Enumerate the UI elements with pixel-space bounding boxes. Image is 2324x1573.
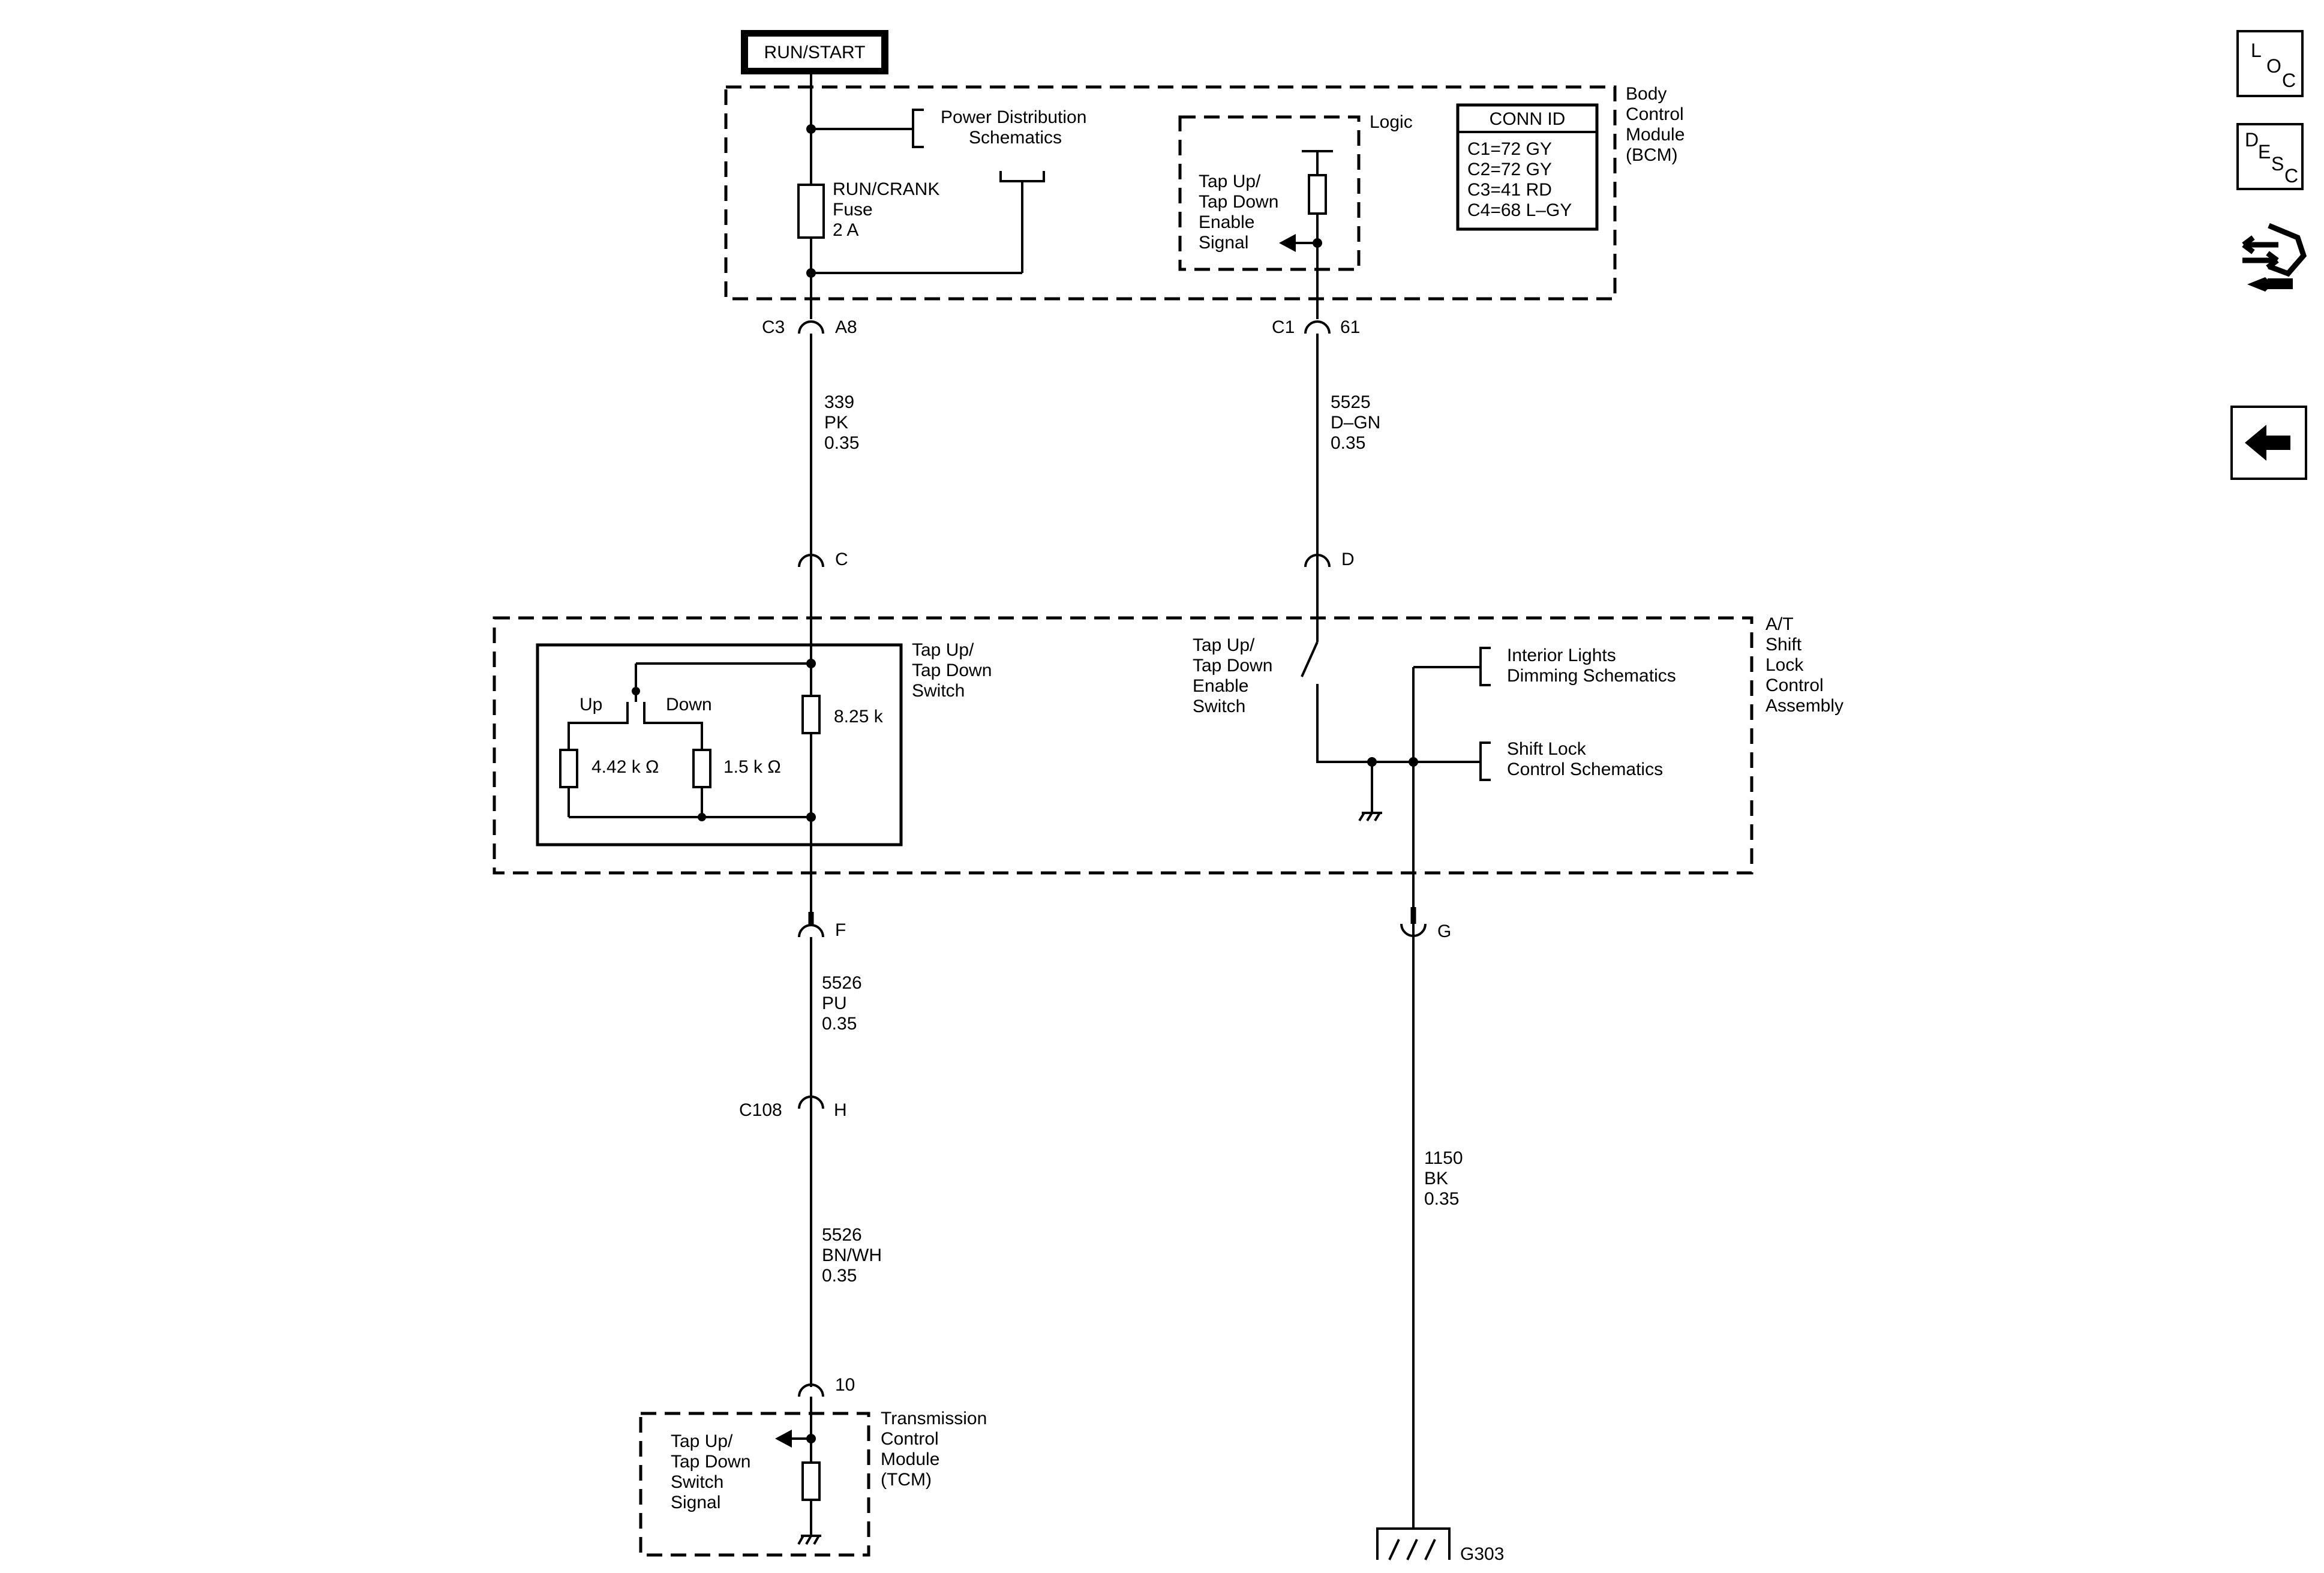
g303-label: G303: [1460, 1544, 1504, 1564]
label-c: C: [835, 550, 848, 569]
conn-id-list: C1=72 GY C2=72 GY C3=41 RD C4=68 L–GY: [1467, 139, 1572, 220]
resistor-8-25k-label: 8.25 k: [834, 707, 884, 727]
fuse-label: RUN/CRANK Fuse 2 A: [833, 179, 945, 240]
resistor-4-42k-label: 4.42 k Ω: [591, 757, 659, 777]
desc-letter-c: C: [2284, 165, 2299, 187]
enable-switch-contact: [1301, 641, 1319, 677]
run-crank-fuse: [797, 184, 825, 239]
tap-switch-name: Tap Up/ Tap Down Switch: [912, 640, 997, 701]
connector-c: [798, 554, 824, 568]
connector-c1-61: [1304, 320, 1331, 334]
conn-id-title: CONN ID: [1490, 109, 1566, 129]
label-a8: A8: [835, 317, 857, 337]
location-button[interactable]: L O C: [2236, 30, 2304, 97]
g303-ground-icon: [1376, 1527, 1451, 1560]
back-arrow-icon: [2245, 425, 2290, 461]
loc-letter-o: O: [2266, 55, 2281, 77]
logic-label: Logic: [1370, 112, 1413, 132]
bcm-box: [724, 85, 1617, 301]
desc-letter-e: E: [2258, 141, 2271, 163]
label-c1: C1: [1272, 317, 1295, 337]
shift-lock-assembly-box: [493, 616, 1753, 875]
bcm-name: Body Control Module (BCM): [1626, 84, 1690, 165]
label-10: 10: [835, 1375, 855, 1395]
signal-arrow-icon: [1279, 234, 1296, 252]
wire-5525-label: 5525 D–GN 0.35: [1331, 392, 1386, 453]
tcm-box: [639, 1412, 870, 1557]
label-g: G: [1437, 921, 1451, 941]
down-label: Down: [666, 695, 712, 715]
desc-letter-s: S: [2271, 153, 2284, 175]
tap-switch-box: [536, 643, 903, 846]
resistor-8-25k: [801, 695, 821, 734]
shift-lock-bracket: [1479, 742, 1491, 781]
tcm-resistor: [801, 1461, 821, 1501]
connector-d: [1304, 554, 1331, 568]
connector-c3-a8: [798, 320, 824, 334]
power-distribution-bracket: [912, 109, 924, 148]
wire-5526-bnwh-label: 5526 BN/WH 0.35: [822, 1225, 887, 1286]
chassis-ground-icon: [1358, 812, 1382, 822]
power-distribution-label: Power Distribution Schematics: [941, 107, 1092, 148]
description-button[interactable]: D E S C: [2236, 123, 2304, 190]
logic-pullup-resistor: [1308, 174, 1327, 215]
interior-lights-bracket: [1479, 647, 1491, 686]
label-c3: C3: [762, 317, 785, 337]
connector-swap-icon[interactable]: [2230, 211, 2308, 298]
wire-339-label: 339 PK 0.35: [824, 392, 859, 453]
enable-switch-label: Tap Up/ Tap Down Enable Switch: [1193, 635, 1278, 716]
tcm-ground-icon: [797, 1535, 821, 1545]
run-start-label: RUN/START: [764, 43, 866, 62]
connector-f: [798, 924, 824, 938]
conn-id-box: [1456, 103, 1599, 231]
logic-box: [1178, 115, 1361, 271]
loc-letter-c: C: [2282, 70, 2296, 91]
resistor-4-42k: [559, 749, 578, 788]
shift-lock-assembly-name: A/T Shift Lock Control Assembly: [1765, 614, 1843, 716]
loc-letter-l: L: [2251, 40, 2262, 61]
wire-1150-label: 1150 BK 0.35: [1424, 1148, 1468, 1209]
connector-10: [798, 1383, 824, 1397]
bcm-signal-label: Tap Up/ Tap Down Enable Signal: [1199, 172, 1284, 253]
resistor-1-5k: [692, 749, 711, 788]
tcm-signal-arrow-icon: [775, 1430, 792, 1448]
back-button[interactable]: [2230, 406, 2307, 480]
resistor-1-5k-label: 1.5 k Ω: [723, 757, 781, 777]
label-c108: C108: [739, 1100, 782, 1120]
interior-lights-label: Interior Lights Dimming Schematics: [1507, 646, 1676, 686]
label-61: 61: [1340, 317, 1360, 337]
tcm-signal-label: Tap Up/ Tap Down Switch Signal: [671, 1431, 756, 1512]
label-h: H: [834, 1100, 847, 1120]
label-d: D: [1341, 550, 1355, 569]
label-f: F: [835, 920, 846, 940]
connector-c108-h: [798, 1095, 824, 1109]
wire-5526-pu-label: 5526 PU 0.35: [822, 973, 867, 1034]
desc-letter-d: D: [2245, 129, 2259, 151]
shift-lock-schem-label: Shift Lock Control Schematics: [1507, 739, 1663, 779]
tcm-name: Transmission Control Module (TCM): [881, 1409, 992, 1490]
up-label: Up: [580, 695, 602, 715]
